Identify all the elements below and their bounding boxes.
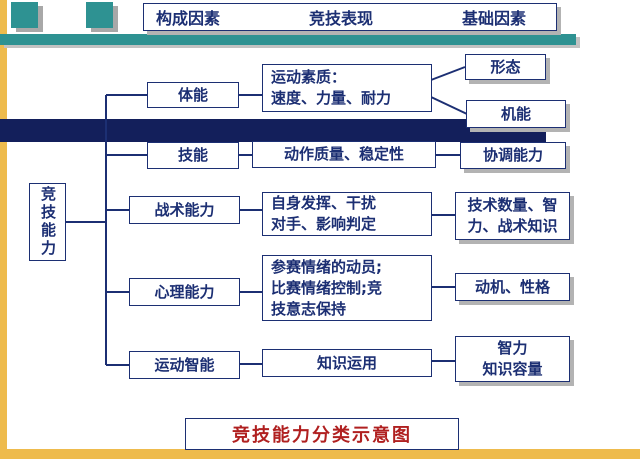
node-motor-qualities: 运动素质： 速度、力量、耐力: [262, 64, 432, 112]
caption-text: 竞技能力分类示意图: [232, 425, 412, 446]
node-psychological-ability: 心理能力: [129, 278, 240, 306]
node-sport-intelligence: 运动智能: [129, 351, 240, 379]
teal-square-decoration-1: [11, 2, 38, 28]
navy-bar-decoration: [0, 119, 546, 142]
column-header-box: 构成因素 竞技表现 基础因素: [143, 3, 557, 31]
component-to-performance-lines: [239, 94, 262, 365]
teal-bar-decoration: [0, 34, 576, 45]
node-physical-ability: 体能: [147, 82, 239, 108]
node-body-function: 机能: [466, 100, 566, 128]
gold-left-strip: [0, 0, 7, 459]
header-competitive-performance: 竞技表现: [308, 9, 373, 28]
node-tactical-ability: 战术能力: [129, 196, 240, 224]
node-motivation-personality: 动机、性格: [455, 273, 570, 301]
node-self-performance: 自身发挥、干扰 对手、影响判定: [262, 192, 432, 236]
node-movement-quality: 动作质量、稳定性: [252, 141, 436, 168]
node-intelligence-capacity: 智力 知识容量: [455, 336, 570, 382]
node-technique-knowledge: 技术数量、智 力、战术知识: [455, 192, 570, 240]
node-coordination-ability: 协调能力: [460, 142, 566, 169]
node-morphology: 形态: [465, 54, 546, 80]
header-constituent-factors: 构成因素: [156, 9, 221, 28]
header-basic-factors: 基础因素: [461, 9, 526, 28]
performance-to-basics-lines: [430, 66, 468, 362]
gold-bottom-strip: [0, 449, 640, 459]
node-emotion-control: 参赛情绪的动员; 比赛情绪控制;竞 技意志保持: [262, 255, 432, 321]
node-knowledge-application: 知识运用: [262, 349, 432, 377]
bracket-lines: [66, 94, 148, 366]
node-competitive-ability: 竞技能力: [29, 183, 66, 261]
teal-square-decoration-2: [86, 2, 113, 28]
caption-box: 竞技能力分类示意图: [185, 418, 459, 450]
node-skill: 技能: [147, 142, 239, 169]
